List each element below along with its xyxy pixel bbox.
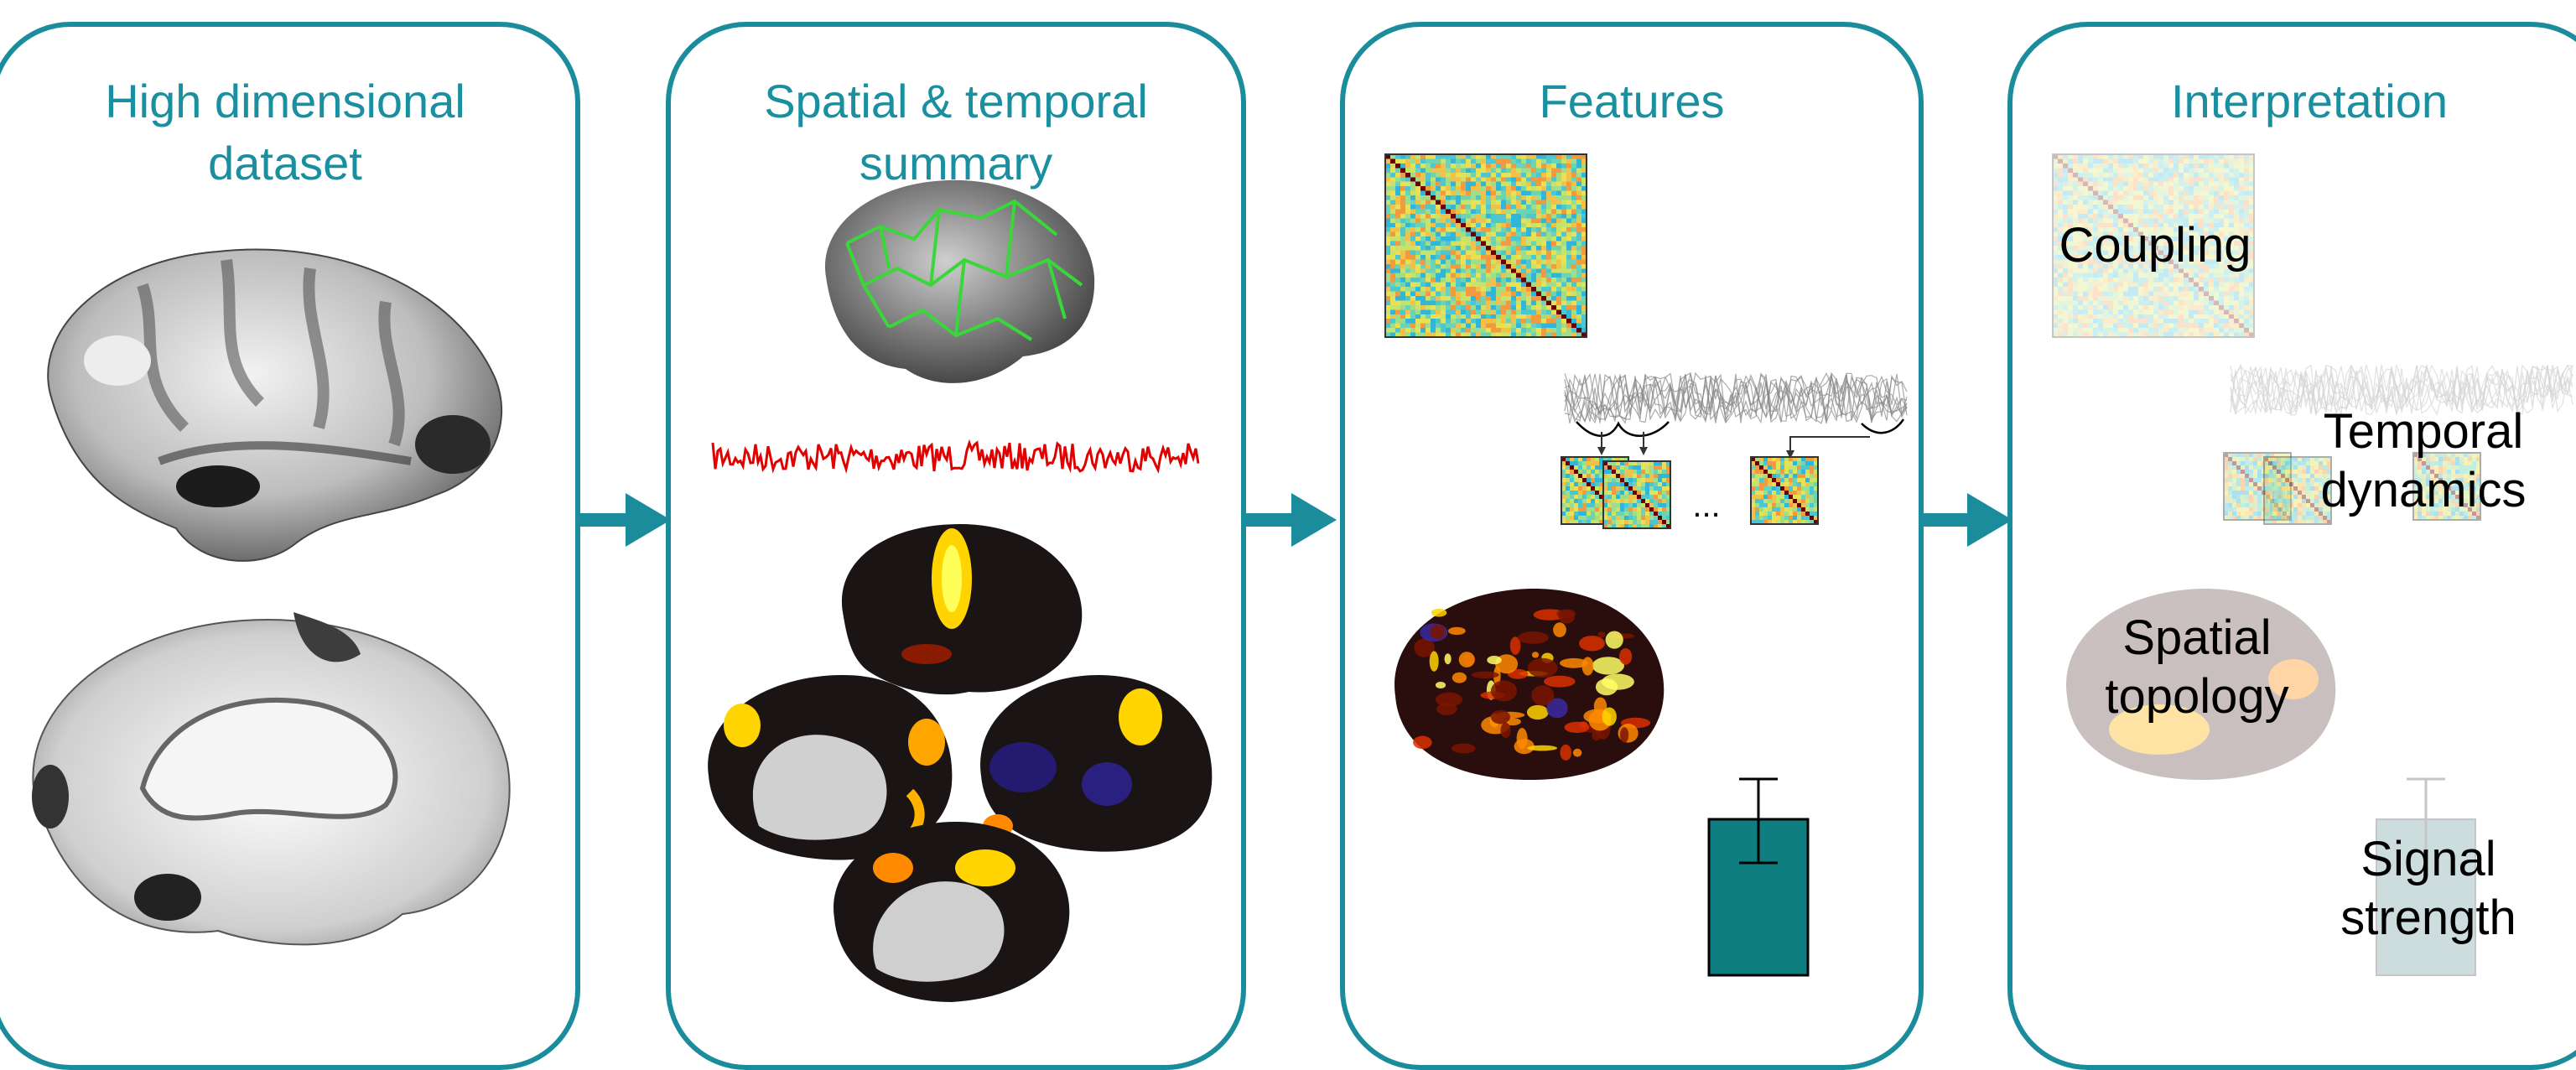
- brain-surface-medial-icon: [32, 612, 511, 946]
- correlation-matrix-icon: [2223, 452, 2292, 521]
- bar-chart-icon: [2376, 777, 2476, 976]
- arrow-right-icon: [1920, 493, 2012, 547]
- correlation-matrix-icon: [1750, 456, 1819, 525]
- activation-map-icon: [708, 675, 953, 860]
- arrow-right-icon: [1244, 493, 1337, 547]
- activation-map-icon: [1394, 588, 1665, 780]
- temporal-dynamics-label: Temporal dynamics: [2320, 404, 2527, 517]
- spatial-topology-label: Spatial topology: [2105, 610, 2289, 724]
- activation-map-icon: [834, 822, 1070, 1002]
- activation-map-icon: [841, 524, 1083, 695]
- activation-map-icon: [980, 675, 1213, 852]
- correlation-matrix-icon: [1602, 460, 1671, 529]
- brain-surface-lateral-icon: [47, 248, 503, 562]
- correlation-matrix-icon: [2263, 456, 2332, 525]
- timeseries-icon: [711, 439, 1200, 475]
- brain-parcellation-icon: [824, 179, 1095, 383]
- correlation-matrix-icon: [1384, 153, 1587, 338]
- correlation-matrix-icon: [2412, 452, 2481, 521]
- bar-chart-icon: [1707, 777, 1810, 977]
- arrow-right-icon: [579, 493, 671, 547]
- timeseries-icon: [1564, 371, 1908, 424]
- panel-interpretation: Interpretation: [2007, 22, 2576, 1070]
- signal-strength-label: Signal strength: [2340, 832, 2516, 945]
- coupling-label: Coupling: [2059, 218, 2251, 273]
- correlation-matrix-icon: [2052, 153, 2255, 338]
- activation-map-icon: [2066, 588, 2336, 780]
- panel-title: Spatial & temporal summary: [764, 75, 1148, 190]
- panel-title: High dimensional dataset: [105, 75, 465, 190]
- panel-title: Features: [1539, 75, 1725, 127]
- window-arrows-icon: [1576, 418, 1905, 459]
- panel-title: Interpretation: [2171, 75, 2448, 127]
- ellipsis-label: ...: [1692, 487, 1721, 524]
- timeseries-icon: [2230, 363, 2573, 416]
